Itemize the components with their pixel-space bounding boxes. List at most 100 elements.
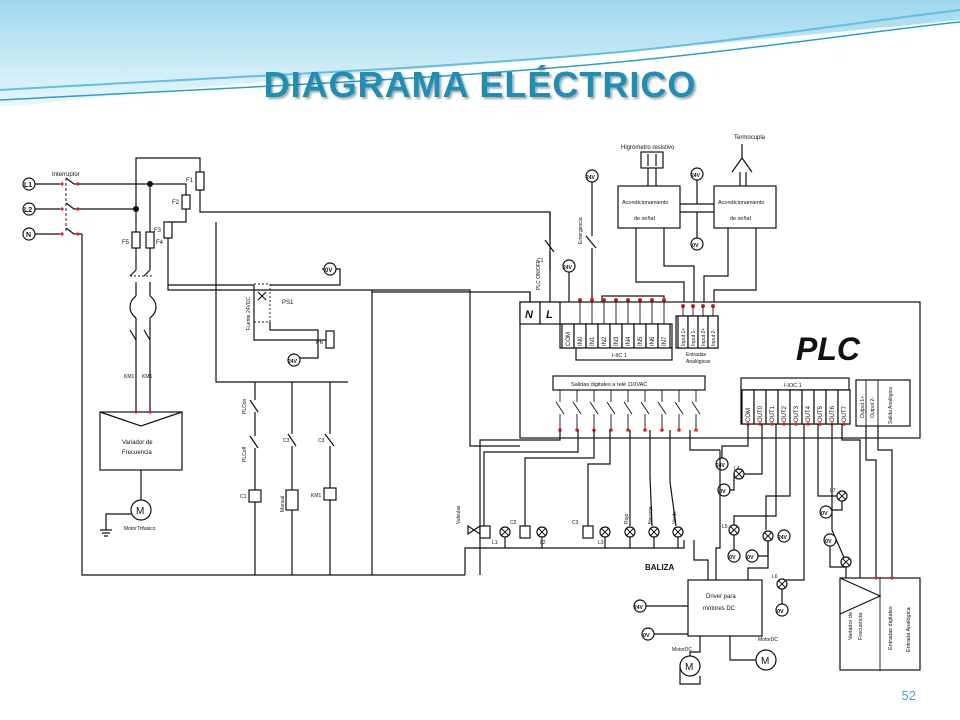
plc-relay-contact bbox=[572, 390, 582, 430]
f5-label: F5 bbox=[122, 240, 130, 246]
plc-relay-contact bbox=[555, 390, 565, 430]
plc-title: PLC bbox=[796, 331, 861, 367]
valve-label: Valvulas bbox=[456, 505, 462, 524]
lamp-l3-label: L3 bbox=[598, 540, 604, 546]
twentyfour-volt-ps: 24V bbox=[288, 359, 298, 365]
analog-output-1: Output 1+ bbox=[860, 396, 866, 418]
plc-relay-contact bbox=[640, 390, 650, 430]
motor-3ph-symbol bbox=[130, 499, 152, 521]
vfd2-inputs: Entradas digitales bbox=[888, 606, 894, 650]
dc-motor-driver: Driver para motores DC 24V 0V M MotorDC … bbox=[633, 450, 778, 685]
thermocouple-label: Termocupla bbox=[734, 135, 766, 141]
cond-1a-label: Acondicionamiento bbox=[622, 200, 668, 206]
f3-label: F3 bbox=[154, 228, 162, 234]
c3-contact-label-2: C3 bbox=[318, 438, 325, 444]
plc-relay-contact bbox=[606, 390, 616, 430]
plc-analog-input-label: Input 1+ bbox=[681, 328, 687, 346]
vfd2-label-2: Frecuencia bbox=[858, 612, 864, 640]
plc-input-label: IN1 bbox=[590, 336, 596, 346]
cond-2b-label: de señal bbox=[730, 216, 751, 222]
plc-output-dot bbox=[794, 422, 798, 426]
plc-on-label: PLCon bbox=[242, 398, 248, 414]
plc-output-dot bbox=[842, 422, 846, 426]
plc-output-dot bbox=[818, 422, 822, 426]
twentyfour-volt-out: 24V bbox=[716, 463, 726, 469]
lamp-l2-label: L2 bbox=[540, 540, 546, 546]
motor-dc-b-m: M bbox=[761, 656, 769, 667]
hygrometer-label: Higrómetro resistivo bbox=[621, 145, 675, 151]
main-switch-label: Interruptor bbox=[52, 172, 80, 178]
transistor-output-wiring: 24V L4 0V L5 0V 24V 0V L6 0V bbox=[715, 424, 893, 617]
c2-label: C2 bbox=[510, 520, 517, 526]
plc-relay-contact bbox=[674, 390, 684, 430]
analog-output-caption: Salida Analógica bbox=[888, 387, 894, 424]
page-number: 52 bbox=[901, 688, 916, 703]
plc-output-label: COM bbox=[746, 408, 752, 422]
plc-output-label: OUT3 bbox=[794, 405, 800, 422]
plc-output-label: OUT1 bbox=[770, 405, 776, 422]
twentyfour-volt-driver: 24V bbox=[634, 605, 644, 611]
motor-dc-b-label: MotorDC bbox=[758, 637, 778, 643]
plc-analog-input-label: Input 2- bbox=[711, 329, 717, 346]
motor-3ph-label: MotorTrifasico bbox=[124, 526, 156, 532]
cond-2a-label: Acondicionamiento bbox=[718, 200, 764, 206]
plc-analog-input-label: Input 1- bbox=[691, 329, 697, 346]
signal-conditioner-1 bbox=[617, 185, 681, 229]
analog-output-2: Output 2- bbox=[870, 397, 876, 418]
signal-conditioner-2 bbox=[713, 185, 777, 229]
twentyfour-volt-top: 24V bbox=[586, 175, 596, 181]
dc-driver-label-2: motores DC bbox=[703, 606, 736, 612]
relay-outputs-caption: Salidas digitales a relé 110VAC bbox=[571, 382, 647, 388]
plc-output-label: OUT7 bbox=[842, 405, 848, 422]
plc-output-dot bbox=[806, 422, 810, 426]
plc-relay-contact bbox=[623, 390, 633, 430]
plc-relay-contact bbox=[691, 390, 701, 430]
plc-input-label: IN2 bbox=[602, 336, 608, 346]
zero-volt-l7: 0V bbox=[777, 609, 784, 615]
twentyfour-volt-l5: 24V bbox=[778, 535, 788, 541]
plc-relay-dot bbox=[660, 428, 664, 432]
plc-output-label: OUT4 bbox=[806, 405, 812, 422]
beacon-orange-label: Naranja bbox=[648, 506, 654, 524]
c1-coil-label: C1 bbox=[240, 494, 247, 500]
twentyfour-volt-emg: 24V bbox=[563, 265, 573, 271]
load-devices: Valvulas L1 L2 C2 C3 L3 Rojo Naranja Ver… bbox=[456, 505, 684, 572]
vfd-box-2: Variador de Frecuencia Entradas digitale… bbox=[839, 576, 921, 671]
lamp-l4-label: L4 bbox=[734, 466, 740, 472]
beacon-green-label: Verde bbox=[672, 511, 678, 524]
twentyfour-volt-sensor: 24V bbox=[691, 173, 701, 179]
dc-driver-label-1: Driver para bbox=[706, 594, 736, 600]
lamp-l1-label: L1 bbox=[492, 540, 498, 546]
lamp-l5-label: L5 bbox=[722, 524, 728, 530]
plc-input-label: IN5 bbox=[638, 336, 644, 346]
relay-output-wiring bbox=[464, 430, 720, 575]
plc-relay-dot bbox=[643, 428, 647, 432]
plc-onoff-label: PLC ON/OFF bbox=[536, 260, 542, 290]
vfd2-label-1: Variador de bbox=[848, 612, 854, 640]
plc-relay-contact bbox=[657, 390, 667, 430]
motor-3ph-m: M bbox=[136, 506, 144, 517]
plc-output-dot bbox=[770, 422, 774, 426]
header-swoosh-decoration bbox=[0, 0, 960, 110]
manual-label: Manual bbox=[280, 496, 286, 512]
vfd-label-1: Variador de bbox=[122, 440, 153, 446]
emergency-label: Emergencia bbox=[578, 217, 584, 244]
c3-coil-label: C3 bbox=[572, 520, 579, 526]
input-module-label: I-IIC 1 bbox=[612, 353, 627, 359]
plc-output-label: OUT6 bbox=[830, 405, 836, 422]
analog-inputs-caption-1: Entradas bbox=[686, 352, 707, 358]
power-supply-label: Fuente 24VDC bbox=[246, 297, 252, 330]
vfd-label-2: Frecuencia bbox=[122, 450, 152, 456]
zero-volt-l4: 0V bbox=[719, 489, 726, 495]
plc-relay-dot bbox=[694, 428, 698, 432]
zero-volt-sensor: 0V bbox=[692, 243, 699, 249]
km1-coil-label: KM1 bbox=[311, 493, 322, 499]
cond-1b-label: de señal bbox=[634, 216, 655, 222]
vfd2-analog: Entrada Analógica bbox=[906, 606, 912, 652]
output-module-label: I-IOC 1 bbox=[784, 383, 802, 389]
km1-label-a: KM1 bbox=[124, 374, 135, 380]
motor-dc-a-m: M bbox=[685, 662, 693, 673]
analog-inputs-caption-2: Analógicas bbox=[686, 359, 711, 365]
